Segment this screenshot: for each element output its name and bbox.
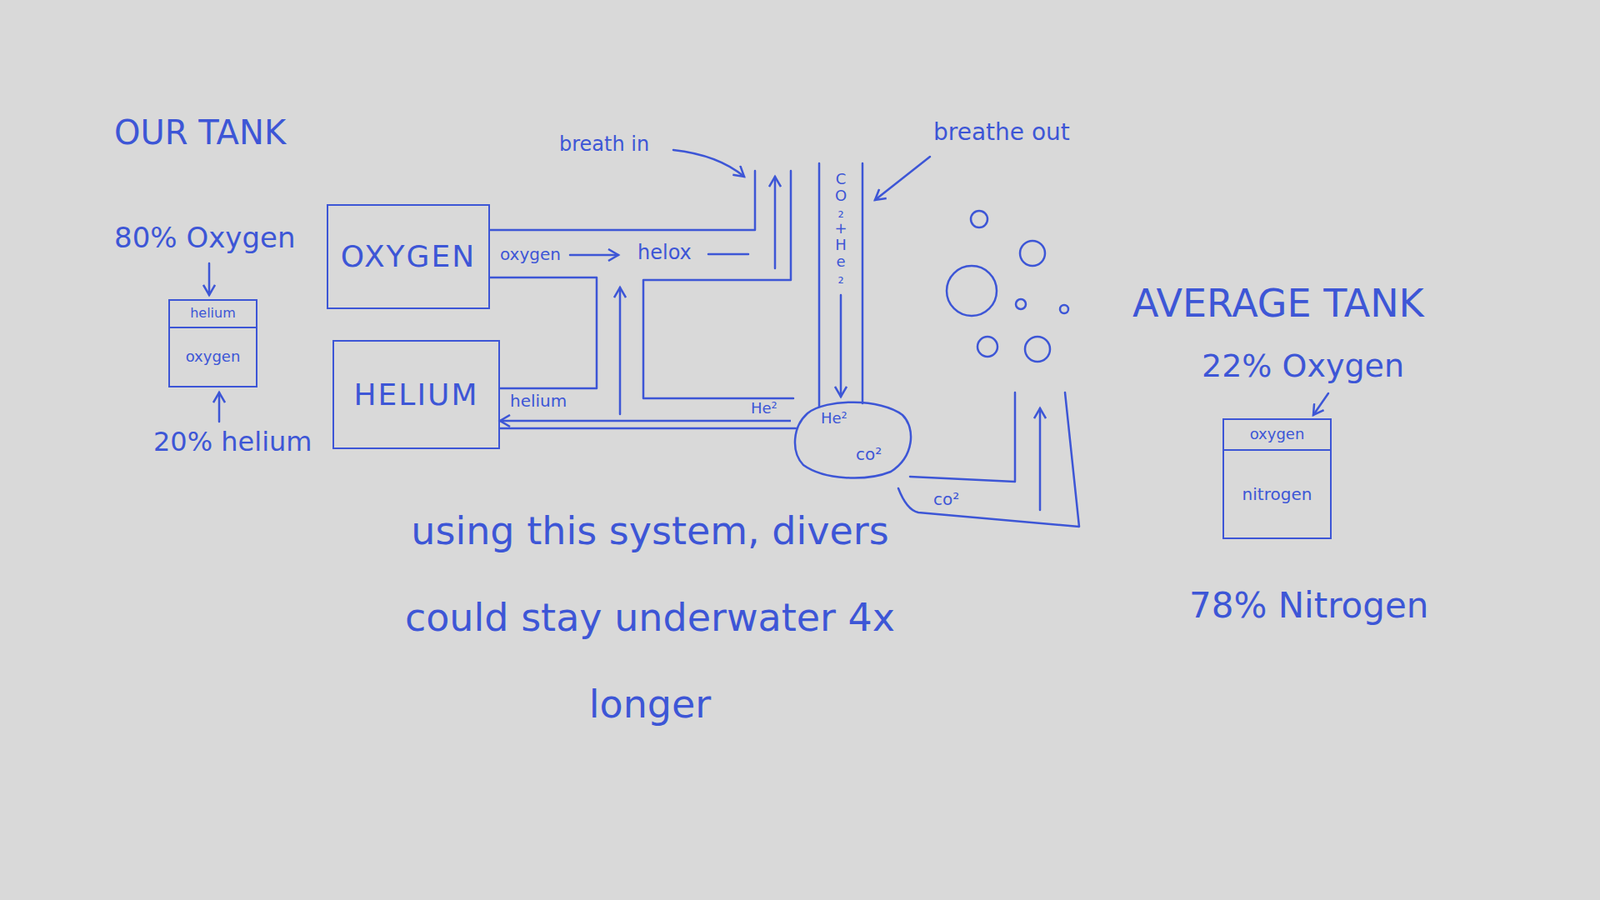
pipe-label: helox xyxy=(637,241,692,265)
tank-gas-label: helium xyxy=(190,305,236,321)
bubble xyxy=(1025,336,1050,362)
percent-note: 80% Oxygen xyxy=(114,221,295,255)
gas-tank-box: HELIUM xyxy=(332,340,500,450)
chamber-label: He² xyxy=(820,410,848,428)
exhale-pipe xyxy=(861,163,865,404)
flow-connector xyxy=(500,420,791,423)
leader-arrow xyxy=(673,150,745,177)
bubble xyxy=(1015,299,1026,310)
gas-tank-box: OXYGEN xyxy=(326,204,490,310)
callout-label: breath in xyxy=(559,133,650,157)
co2-pipe xyxy=(898,392,1080,527)
leader-arrow xyxy=(208,263,211,295)
caption-text: using this system, divers could stay und… xyxy=(400,487,900,748)
scrubber-chamber: He² co² xyxy=(790,398,914,480)
flow-arrow xyxy=(619,287,622,415)
tank-icon: helium oxygen xyxy=(168,299,258,388)
co2-pipe xyxy=(910,392,1015,482)
connector-label: He² xyxy=(749,400,780,418)
box-title: HELIUM xyxy=(354,377,480,412)
exhale-pipe xyxy=(818,163,821,407)
tank-gas-label: nitrogen xyxy=(1242,485,1313,505)
bubble xyxy=(1020,240,1045,266)
leader-arrow xyxy=(1313,393,1329,415)
flow-line xyxy=(708,253,749,256)
oxygen-pipe xyxy=(490,170,755,230)
bubble xyxy=(977,336,998,357)
pipe-label: helium xyxy=(510,391,567,411)
chamber-label: co² xyxy=(855,445,882,465)
callout-label: breathe out xyxy=(933,119,1070,146)
oxygen-pipe xyxy=(490,277,597,389)
section-heading: AVERAGE TANK xyxy=(1132,281,1425,326)
pipe-label: oxygen xyxy=(500,245,561,265)
box-title: OXYGEN xyxy=(340,239,476,274)
leader-arrow xyxy=(218,392,221,422)
helium-pipe xyxy=(500,427,796,430)
bubble xyxy=(946,265,997,316)
tank-icon: oxygen nitrogen xyxy=(1222,418,1332,540)
flow-arrow xyxy=(774,176,777,269)
flow-arrow xyxy=(840,295,843,397)
percent-note: 78% Nitrogen xyxy=(1189,585,1429,626)
flow-arrow xyxy=(570,254,619,257)
pipe-label: CO₂+He₂ xyxy=(833,170,849,287)
tank-gas-label: oxygen xyxy=(185,348,241,366)
leader-arrow xyxy=(875,156,930,200)
bubble xyxy=(970,210,988,228)
percent-note: 20% helium xyxy=(153,426,313,458)
tank-gas-label: oxygen xyxy=(1250,425,1305,444)
pipe-label: co² xyxy=(933,490,960,510)
section-heading: OUR TANK xyxy=(114,113,286,152)
bubble xyxy=(1060,305,1069,314)
chamber-outline xyxy=(790,398,914,480)
percent-note: 22% Oxygen xyxy=(1201,348,1405,385)
helox-pipe xyxy=(643,170,794,399)
flow-arrow xyxy=(1039,408,1042,510)
